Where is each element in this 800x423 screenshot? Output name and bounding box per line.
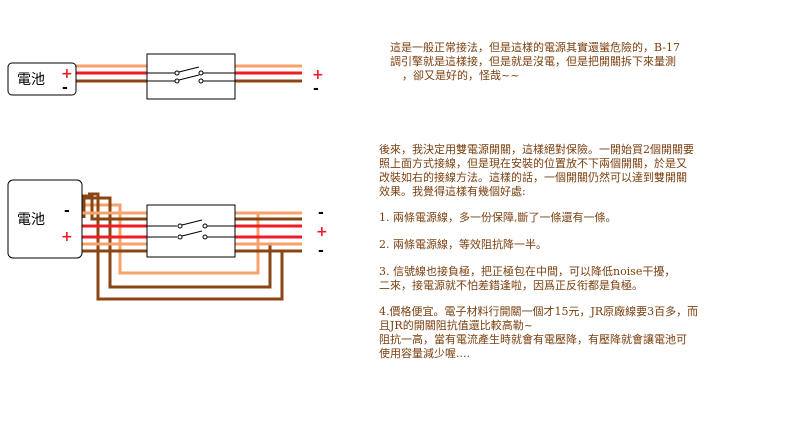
benefit-point-3: 3. 信號線也接負極，把正極包在中間，可以降低noise干擾， 二來，接電源就不… xyxy=(379,265,675,293)
d2-output-minus-top: - xyxy=(318,205,324,221)
intro-line: 改裝如右的接線方法。這樣的話，一個開關仍然可以達到雙開關 xyxy=(379,171,687,184)
d1-battery-minus: - xyxy=(62,80,68,96)
caption-line: ，卻又是好的，怪哉~~ xyxy=(402,69,520,82)
point-line: 2. 兩條電源線，等效阻抗降一半。 xyxy=(379,238,547,251)
point-line: 二來，接電源就不怕差錯逢啦，因爲正反衔都是負極。 xyxy=(379,279,643,292)
diagram-2-dual-wiring: 電池 - + - + - xyxy=(7,179,328,301)
d1-battery-plus: + xyxy=(61,66,73,82)
explanation-intro: 後來，我決定用雙電源開關，這樣絕對保險。一開始買2個開關要 照上面方式接線，但是… xyxy=(379,143,694,199)
benefit-point-4: 4.價格便宜。電子材料行開關一個才15元，JR原廠線要3百多，而 且JR的開關阻… xyxy=(379,305,698,361)
d2-negative-loop-outer xyxy=(88,192,284,301)
d2-battery-plus: + xyxy=(61,229,73,245)
d1-output-plus: + xyxy=(312,67,324,83)
diagram-1-caption: 這是一般正常接法，但是這樣的電源其實還蠻危險的，B-17 調引擎就是這樣接，但是… xyxy=(390,41,680,83)
d2-switch-symbol xyxy=(147,219,235,240)
point-line: 使用容量減少喔.... xyxy=(379,347,470,360)
diagram-1-standard-wiring: 電池 + - + - xyxy=(7,53,324,100)
d1-battery-box xyxy=(7,62,77,96)
d2-battery-box xyxy=(7,179,83,259)
intro-line: 照上面方式接線，但是現在安裝的位置放不下兩個開關，於是又 xyxy=(379,157,687,170)
d1-switch-symbol xyxy=(147,66,235,84)
d2-output-plus: + xyxy=(316,224,328,240)
d2-signal-loop xyxy=(82,203,260,275)
d2-negative-loop-inner xyxy=(84,196,272,289)
point-line: 3. 信號線也接負極，把正極包在中間，可以降低noise干擾， xyxy=(379,265,676,278)
caption-line: 這是一般正常接法，但是這樣的電源其實還蠻危險的，B-17 xyxy=(390,41,680,54)
caption-line: 調引擎就是這樣接，但是就是沒電，但是把開關拆下來量測 xyxy=(390,55,676,68)
d1-battery-label: 電池 xyxy=(17,72,45,88)
intro-line: 效果。我覺得這樣有幾個好處: xyxy=(379,185,526,198)
d2-output-minus-bottom: - xyxy=(318,243,324,259)
d2-switch-box xyxy=(146,204,236,258)
point-line: 4.價格便宜。電子材料行開關一個才15元，JR原廠線要3百多，而 xyxy=(379,305,699,318)
d1-output-minus: - xyxy=(313,81,319,97)
point-line: 1. 兩條電源線，多一份保障,斷了一條還有一條。 xyxy=(379,211,617,224)
d2-battery-label: 電池 xyxy=(17,212,45,228)
d2-battery-minus: - xyxy=(64,203,70,219)
benefit-point-2: 2. 兩條電源線，等效阻抗降一半。 xyxy=(379,238,547,252)
point-line: 阻抗一高，當有電流產生時就會有電壓降，有壓降就會讓電池可 xyxy=(379,333,687,346)
benefit-point-1: 1. 兩條電源線，多一份保障,斷了一條還有一條。 xyxy=(379,211,617,225)
intro-line: 後來，我決定用雙電源開關，這樣絕對保險。一開始買2個開關要 xyxy=(379,143,694,156)
point-line: 且JR的開關阻抗值還比較高勒~ xyxy=(379,319,533,332)
